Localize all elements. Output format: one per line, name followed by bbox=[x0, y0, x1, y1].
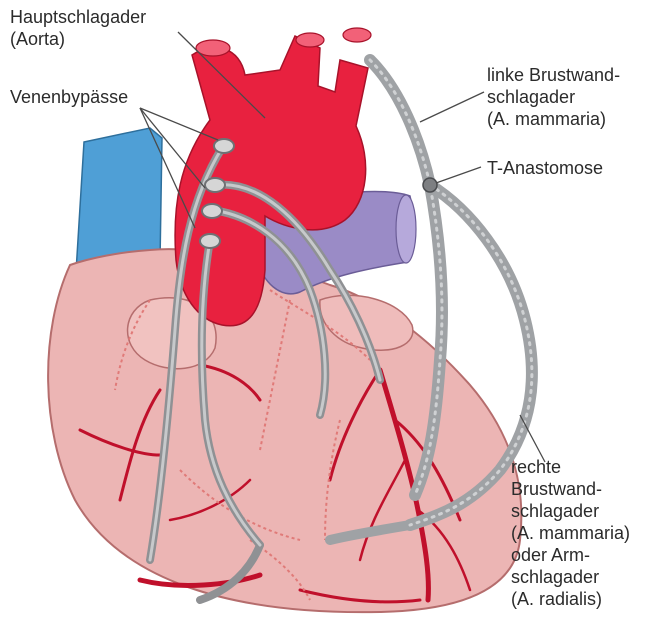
aorta-branch-3-opening bbox=[343, 28, 371, 42]
t-anastomosis-point bbox=[423, 178, 437, 192]
pulmonary-artery-opening bbox=[396, 195, 416, 263]
label-left-mammary-artery: linke Brustwand- schlagader (A. mammaria… bbox=[487, 64, 620, 130]
label-t-anastomosis: T-Anastomose bbox=[487, 157, 603, 179]
aorta-branch-2-opening bbox=[296, 33, 324, 47]
label-right-mammary-line-5: oder Arm- bbox=[511, 544, 630, 566]
aorta-branch-1-opening bbox=[196, 40, 230, 56]
label-left-mammary-line-3: (A. mammaria) bbox=[487, 108, 620, 130]
label-aorta-line-1: Hauptschlagader bbox=[10, 6, 146, 28]
label-right-mammary-line-3: schlagader bbox=[511, 500, 630, 522]
label-left-mammary-line-1: linke Brustwand- bbox=[487, 64, 620, 86]
label-right-mammary-or-radial-artery: rechte Brustwand- schlagader (A. mammari… bbox=[511, 456, 630, 610]
label-aorta: Hauptschlagader (Aorta) bbox=[10, 6, 146, 50]
label-right-mammary-line-7: (A. radialis) bbox=[511, 588, 630, 610]
label-vein-bypasses-line-1: Venenbypässe bbox=[10, 86, 128, 108]
label-right-mammary-line-1: rechte bbox=[511, 456, 630, 478]
label-left-mammary-line-2: schlagader bbox=[487, 86, 620, 108]
label-right-mammary-line-4: (A. mammaria) bbox=[511, 522, 630, 544]
label-right-mammary-line-6: schlagader bbox=[511, 566, 630, 588]
heart-body bbox=[48, 249, 521, 612]
label-right-mammary-line-2: Brustwand- bbox=[511, 478, 630, 500]
label-t-anastomosis-line-1: T-Anastomose bbox=[487, 157, 603, 179]
label-vein-bypasses: Venenbypässe bbox=[10, 86, 128, 108]
label-aorta-line-2: (Aorta) bbox=[10, 28, 146, 50]
